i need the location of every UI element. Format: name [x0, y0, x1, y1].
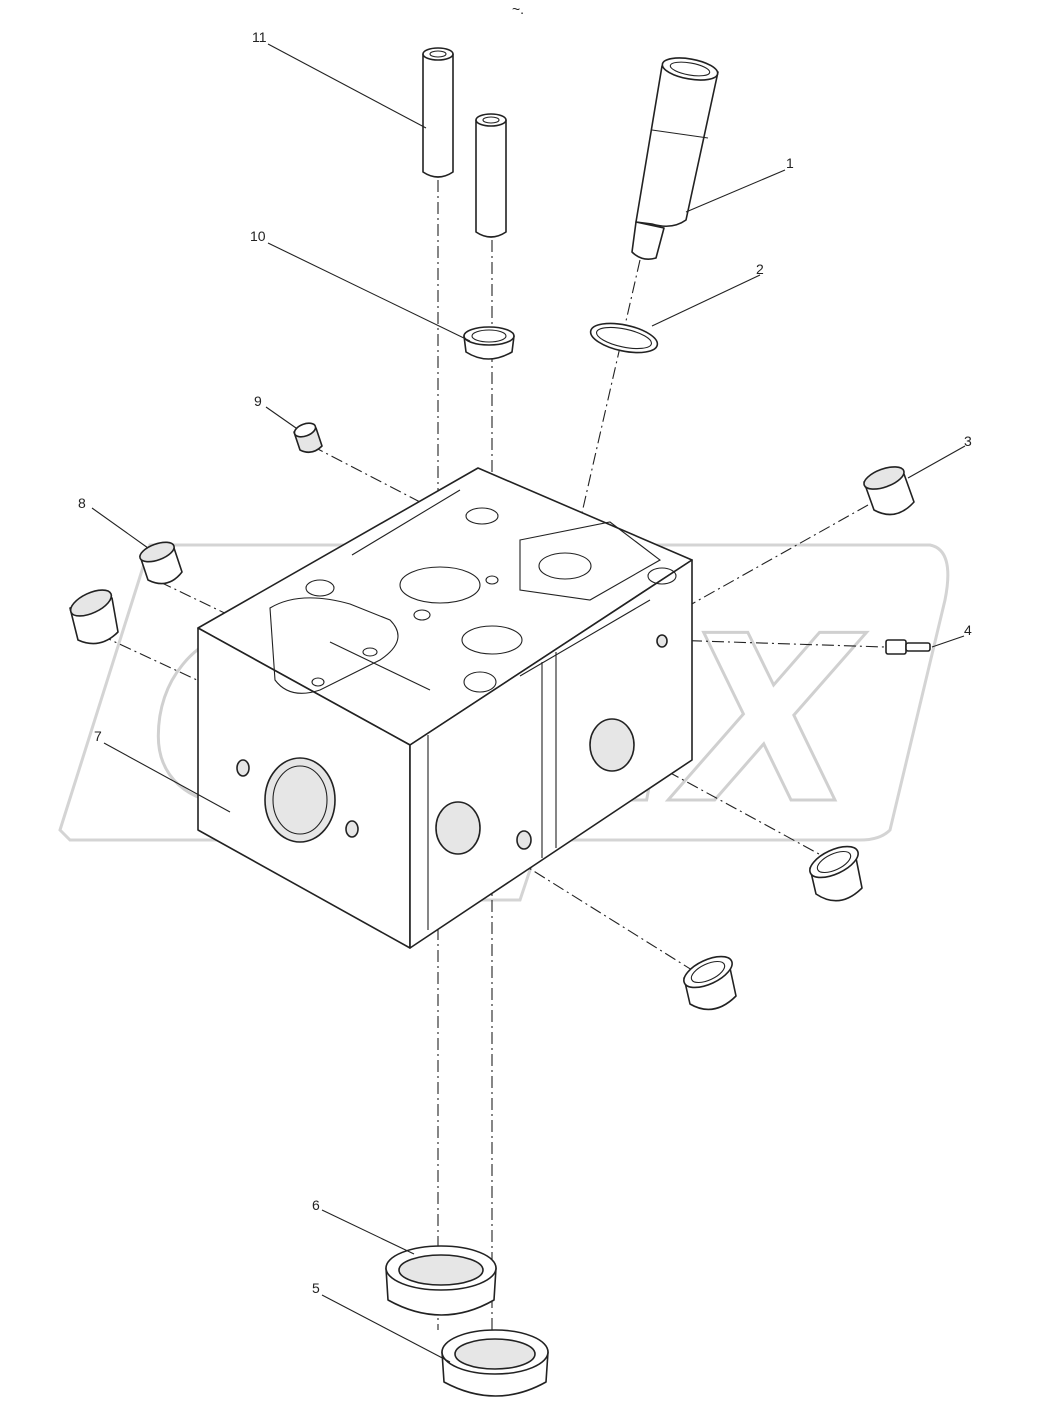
- sealing-ring: [463, 326, 515, 360]
- plug-left: [69, 541, 183, 645]
- callout-8: 8: [78, 495, 86, 511]
- valve-guides: [422, 47, 507, 238]
- callout-5: 5: [312, 1280, 320, 1296]
- callout-7: 7: [94, 728, 102, 744]
- injector-sleeve: [631, 57, 719, 260]
- callout-3: 3: [964, 433, 972, 449]
- callout-6: 6: [312, 1197, 320, 1213]
- side-ring-upper: [809, 845, 863, 902]
- valve-seat-ring-upper: [385, 1245, 497, 1316]
- callout-2: 2: [756, 261, 764, 277]
- callout-9: 9: [254, 393, 262, 409]
- top-mark: ~.: [512, 1, 524, 17]
- callout-10: 10: [250, 228, 266, 244]
- valve-seat-ring-lower: [441, 1329, 549, 1397]
- small-plug: [293, 422, 323, 454]
- callout-labels: 1 2 3 4 5 6 7 8 9 10 11: [78, 29, 972, 1296]
- leader-lines: [91, 43, 966, 1363]
- callout-4: 4: [964, 622, 972, 638]
- cylinder-head: [197, 467, 693, 949]
- side-ring-lower: [683, 955, 737, 1011]
- callout-11: 11: [252, 29, 267, 45]
- callout-1: 1: [786, 155, 794, 171]
- pin: [885, 639, 931, 655]
- plug-right: [863, 466, 915, 516]
- o-ring: [589, 322, 659, 354]
